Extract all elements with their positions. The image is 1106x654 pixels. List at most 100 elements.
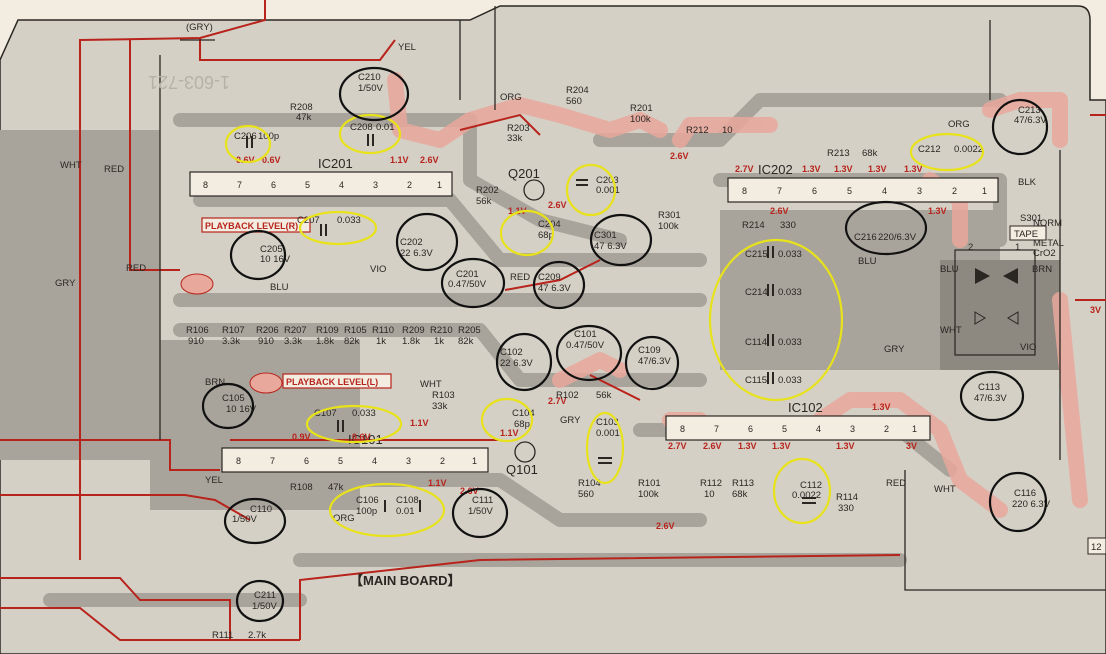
wire-vio-switch: VIO	[1020, 342, 1036, 353]
c214-ref: C214	[745, 287, 768, 298]
voltage: 2.7V	[735, 164, 754, 174]
c205-val: 10 16V	[260, 254, 291, 265]
ic201-pin: 4	[339, 180, 344, 190]
voltages: 0.6V 1.1V 2.6V 0.6V 2.7V 2.6V 1.3V 1.3V …	[236, 151, 1101, 531]
c105-val: 10 16V	[226, 404, 257, 415]
wire-wht-switch: WHT	[940, 325, 962, 336]
wire-blu-left: BLU	[270, 282, 289, 293]
c203-ref: C203	[596, 175, 619, 186]
c109-ref: C109	[638, 345, 661, 356]
c213-ref: C213	[1018, 105, 1041, 116]
yellow-circle	[480, 397, 534, 443]
c107-val: 0.033	[352, 408, 376, 419]
black-circle	[440, 257, 506, 309]
r301-val: 100k	[658, 221, 679, 232]
c209-ref: C209	[538, 272, 561, 283]
c108-ref: C108	[396, 495, 419, 506]
c104-ref: C104	[512, 408, 535, 419]
ic202-label: IC202	[758, 162, 793, 177]
voltage: 0.6V	[236, 155, 255, 165]
r112-val: 10	[704, 489, 715, 500]
black-highlight-circles	[201, 66, 1049, 623]
c114-ref: C114	[745, 337, 767, 348]
r107-val: 3.3k	[222, 336, 240, 347]
ic101-pin: 4	[372, 456, 377, 466]
c204-val: 68p	[538, 230, 554, 241]
voltage: 1.3V	[772, 441, 791, 451]
c207-ref: C207	[297, 215, 320, 226]
r202-val: 56k	[476, 196, 492, 207]
wire-blu-right: BLU	[858, 256, 877, 267]
voltage: 0.6V	[352, 432, 371, 442]
ic102-pin: 4	[816, 424, 821, 434]
wire-wht-mid: WHT	[420, 379, 442, 390]
ic101-pin: 2	[440, 456, 445, 466]
ic102-pin: 5	[782, 424, 787, 434]
ic102-pin: 1	[912, 424, 917, 434]
c210-ref: C210	[358, 72, 381, 83]
c105-ref: C105	[222, 393, 245, 404]
r206-val: 910	[258, 336, 274, 347]
yellow-circle	[565, 163, 617, 217]
yellow-circle	[708, 238, 844, 402]
r113-ref: R113	[732, 478, 754, 489]
c112-val: 0.0022	[792, 490, 821, 501]
voltage: 1.3V	[928, 206, 947, 216]
r210-val: 1k	[434, 336, 444, 347]
voltage: 1.1V	[390, 155, 409, 165]
ic202-pin: 2	[952, 186, 957, 196]
c106-ref: C106	[356, 495, 379, 506]
ic201-pin: 7	[237, 180, 242, 190]
c103-ref: C103	[596, 417, 619, 428]
ic102-label: IC102	[788, 400, 823, 415]
r105-ref: R105	[344, 325, 367, 336]
ic102-pin: 6	[748, 424, 753, 434]
wire-blu-switch: BLU	[940, 264, 959, 275]
c211-val: 1/50V	[252, 601, 277, 612]
voltage: 2.6V	[548, 200, 567, 210]
board-outline	[0, 5, 1106, 654]
c203-val: 0.001	[596, 185, 620, 196]
r202-ref: R202	[476, 185, 499, 196]
r208-ref: R208	[290, 102, 313, 113]
voltage: 1.3V	[834, 164, 853, 174]
c110-ref: C110	[250, 504, 272, 515]
yellow-highlight-circles	[224, 113, 985, 538]
r207-ref: R207	[284, 325, 307, 336]
yellow-circle	[224, 124, 272, 164]
ic101-pin: 1	[472, 456, 477, 466]
r106-ref: R106	[186, 325, 209, 336]
r212-val: 10	[722, 125, 733, 136]
c202-val: 22 6.3V	[400, 248, 433, 259]
black-circle	[555, 324, 623, 382]
ic201-pin: 6	[271, 180, 276, 190]
c102-ref: C102	[500, 347, 523, 358]
c115-ref: C115	[745, 375, 767, 386]
c208-ref: C208	[350, 122, 373, 133]
ic101-pin: 5	[338, 456, 343, 466]
voltage: 2.7V	[548, 396, 567, 406]
r301-ref: R301	[658, 210, 681, 221]
wire-brn-left: BRN	[205, 377, 225, 388]
r113-val: 68k	[732, 489, 748, 500]
r207-val: 3.3k	[284, 336, 302, 347]
wire-red-right: RED	[886, 478, 906, 489]
yellow-circle	[328, 482, 446, 538]
c103-val: 0.001	[596, 428, 620, 439]
c205-ref: C205	[260, 244, 283, 255]
c201-ref: C201	[456, 269, 479, 280]
c111-val: 1/50V	[468, 506, 493, 517]
ic201-pin: 2	[407, 180, 412, 190]
black-circle	[201, 382, 255, 430]
c215-ref: C215	[745, 249, 768, 260]
r210-ref: R210	[430, 325, 453, 336]
c210-val: 1/50V	[358, 83, 383, 94]
r101-ref: R101	[638, 478, 661, 489]
ic101: IC101 8 7 6 5 4 3 2 1	[221, 432, 489, 473]
black-circle	[223, 497, 287, 545]
c110-val: 1/50V	[232, 514, 257, 525]
c114-val: 0.033	[778, 337, 802, 348]
wire-labels: (GRY) YEL WHT RED RED GRY BLU BRN YEL WH…	[55, 22, 1052, 524]
c301-val: 47 6.3V	[594, 241, 627, 252]
r201-val: 100k	[630, 114, 651, 125]
